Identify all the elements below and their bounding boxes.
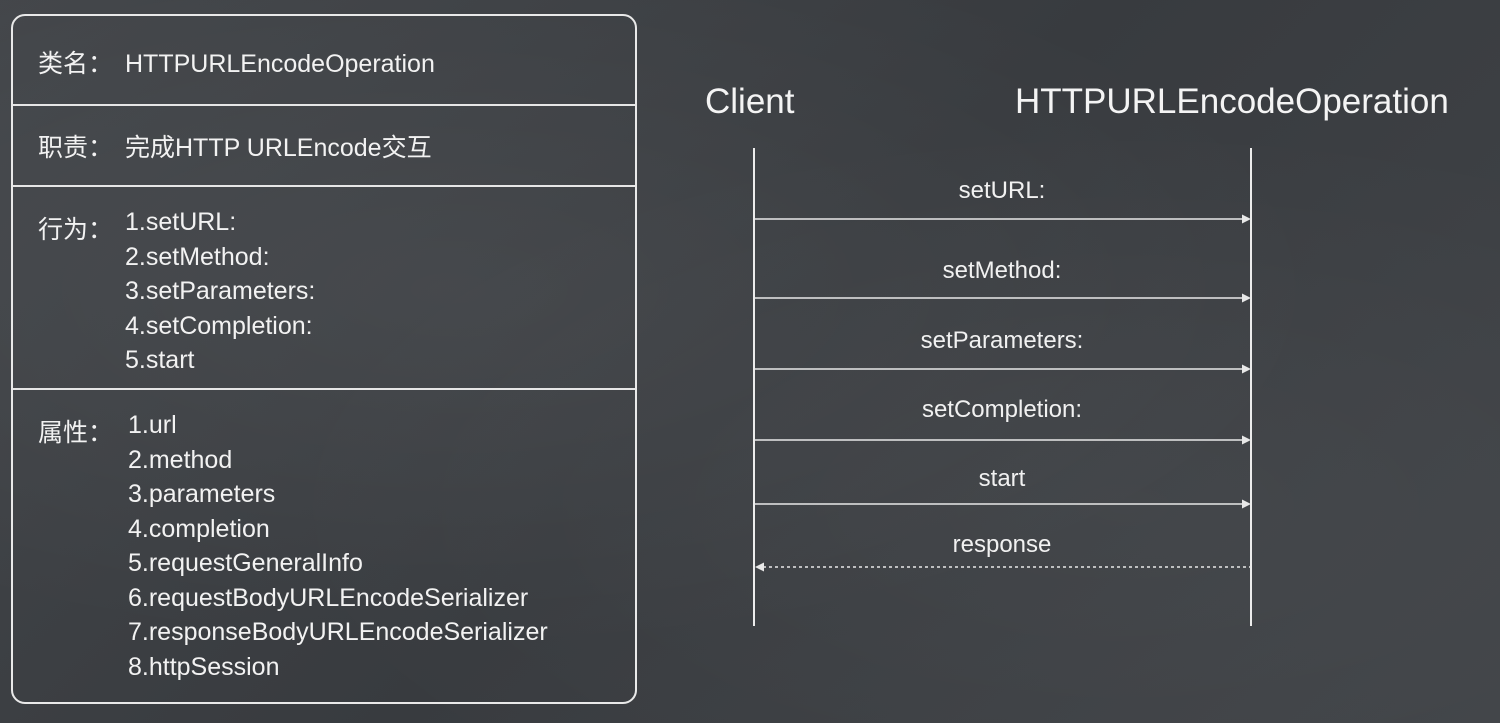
actor-operation: HTTPURLEncodeOperation (1015, 82, 1449, 121)
property-item: 7.responseBodyURLEncodeSerializer (128, 618, 548, 646)
message-label: setCompletion: (921, 396, 1083, 423)
property-list: 1.url 2.method 3.parameters 4.completion… (128, 408, 548, 684)
client-lifeline (753, 148, 755, 626)
message-label: setParameters: (920, 327, 1084, 354)
class-name-value: HTTPURLEncodeOperation (125, 50, 435, 78)
behavior-label: 行为： (38, 216, 114, 244)
message-label: setMethod: (942, 257, 1062, 284)
message-label: setURL: (958, 177, 1046, 204)
behavior-item: 5.start (125, 346, 195, 374)
duty-section: 职责： 完成HTTP URLEncode交互 (13, 106, 635, 186)
message-arrow (755, 435, 1251, 445)
card-divider (13, 104, 635, 106)
actor-client: Client (705, 82, 795, 121)
message-label: start (978, 465, 1026, 492)
duty-value: 完成HTTP URLEncode交互 (125, 134, 432, 162)
class-name-section: 类名： HTTPURLEncodeOperation (13, 16, 635, 104)
behavior-item: 2.setMethod: (125, 242, 270, 271)
card-divider (13, 388, 635, 390)
property-item: 2.method (128, 445, 233, 474)
property-item: 1.url (128, 411, 177, 439)
message-arrow (755, 214, 1251, 224)
behavior-item: 4.setCompletion: (125, 311, 313, 340)
message-label: response (952, 531, 1052, 558)
property-item: 5.requestGeneralInfo (128, 549, 363, 577)
class-name-label: 类名： (38, 50, 114, 78)
operation-lifeline (1250, 148, 1252, 626)
property-item: 4.completion (128, 514, 270, 543)
return-arrow (755, 562, 1251, 572)
message-arrow (755, 293, 1251, 303)
message-arrow (755, 364, 1251, 374)
property-item: 8.httpSession (128, 652, 280, 681)
property-item: 6.requestBodyURLEncodeSerializer (128, 583, 529, 612)
behavior-item: 1.setURL: (125, 208, 237, 236)
behavior-item: 3.setParameters: (125, 277, 316, 305)
message-arrow (755, 499, 1251, 509)
card-divider (13, 185, 635, 187)
behavior-list: 1.setURL: 2.setMethod: 3.setParameters: … (125, 205, 315, 378)
class-card: 类名： HTTPURLEncodeOperation 职责： 完成HTTP UR… (11, 14, 637, 704)
property-item: 3.parameters (128, 480, 276, 508)
property-label: 属性： (38, 419, 114, 447)
property-section: 属性： 1.url 2.method 3.parameters 4.comple… (13, 390, 635, 702)
behavior-section: 行为： 1.setURL: 2.setMethod: 3.setParamete… (13, 187, 635, 389)
duty-label: 职责： (38, 134, 114, 162)
